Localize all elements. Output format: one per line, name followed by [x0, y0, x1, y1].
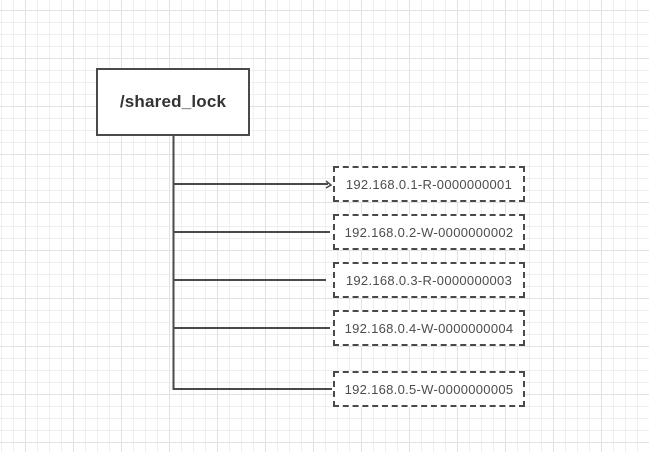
lock-node-label: 192.168.0.5-W-0000000005 — [344, 381, 514, 397]
lock-node-1: 192.168.0.1-R-0000000001 — [333, 166, 525, 202]
lock-node-4: 192.168.0.4-W-0000000004 — [333, 310, 525, 346]
lock-node-5: 192.168.0.5-W-0000000005 — [333, 371, 525, 407]
lock-node-label: 192.168.0.1-R-0000000001 — [345, 176, 513, 192]
root-node-label: /shared_lock — [119, 92, 227, 111]
root-node-shared-lock: /shared_lock — [96, 68, 250, 136]
arrowhead-icon — [325, 180, 333, 189]
lock-node-2: 192.168.0.2-W-0000000002 — [333, 214, 525, 250]
lock-node-3: 192.168.0.3-R-0000000003 — [333, 262, 525, 298]
lock-node-label: 192.168.0.4-W-0000000004 — [344, 320, 514, 336]
lock-node-label: 192.168.0.2-W-0000000002 — [344, 224, 514, 240]
lock-node-label: 192.168.0.3-R-0000000003 — [345, 272, 513, 288]
